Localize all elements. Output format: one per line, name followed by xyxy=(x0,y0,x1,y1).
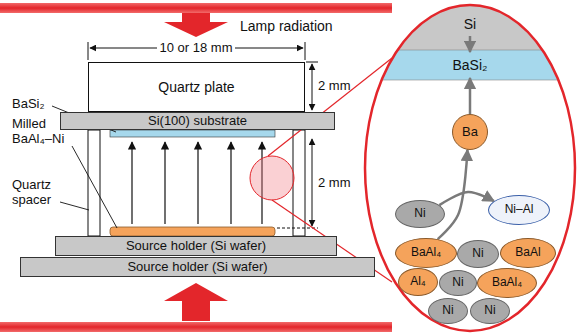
quartz-spacer xyxy=(293,130,305,236)
radiation-arrow xyxy=(164,283,228,321)
node-text: Si(100) substrate xyxy=(148,114,247,129)
node-text: Ni xyxy=(484,304,495,318)
node-text: BaSi₂ xyxy=(452,57,487,73)
radiation-arrow xyxy=(164,13,228,37)
baal4-grain: Al₄ xyxy=(398,268,438,296)
baal4-grain: BaAl₄ xyxy=(395,238,457,268)
node-text: BaAl₄ xyxy=(411,246,441,260)
dimension-tick xyxy=(305,42,306,60)
source-holder: Source holder (Si wafer) xyxy=(55,236,337,256)
basi2-layer xyxy=(110,130,275,137)
node-text: BaAl₄ xyxy=(492,276,522,290)
node-text: Source holder (Si wafer) xyxy=(127,260,267,275)
dimension-tick xyxy=(88,42,89,60)
dimension-label: 2 mm xyxy=(318,176,351,191)
ni-grain: Ni xyxy=(395,200,445,228)
source-layer xyxy=(110,227,275,236)
node-text: Ni xyxy=(472,247,483,261)
substrate-band: Si(100) substrate xyxy=(60,112,335,130)
highlight-circle xyxy=(250,156,294,200)
part-label: Quartz spacer xyxy=(12,178,62,208)
ni-grain: Ni xyxy=(439,270,477,296)
ni-grain: Ni xyxy=(457,240,499,268)
si-label-region: Si xyxy=(452,12,488,36)
node-text: Si xyxy=(464,16,476,32)
reaction-arrow xyxy=(469,36,472,52)
node-text: Al₄ xyxy=(410,275,426,289)
part-label: Milled BaAl₄–Ni xyxy=(12,117,78,147)
node-text: Ba xyxy=(462,125,478,140)
reaction-arrow xyxy=(438,150,468,239)
quartz-plate: Quartz plate xyxy=(88,62,305,112)
reaction-arrow xyxy=(469,78,472,114)
basi2-band xyxy=(360,50,581,80)
baal4-grain: BaAl xyxy=(500,238,556,268)
node-text: Ni xyxy=(452,276,463,290)
node-text: BaAl xyxy=(515,246,540,260)
ni-grain: Ni xyxy=(428,298,468,324)
node-text: Ni–Al xyxy=(505,203,534,217)
radiation-label: Lamp radiation xyxy=(240,18,333,34)
node-text: Ni xyxy=(414,207,425,221)
baal4-grain: BaAl₄ xyxy=(477,268,537,298)
source-holder: Source holder (Si wafer) xyxy=(20,257,375,277)
vapor-arrows xyxy=(132,142,262,224)
lamp-bar xyxy=(0,3,392,13)
dimension-label: 10 or 18 mm xyxy=(157,41,236,56)
ni-grain: Ni xyxy=(470,298,510,324)
ba-atom: Ba xyxy=(452,114,488,150)
quartz-spacer xyxy=(88,130,100,236)
dimension-label: 2 mm xyxy=(318,79,351,94)
lamp-bar xyxy=(0,322,392,332)
node-text: Source holder (Si wafer) xyxy=(126,239,266,254)
nial-grain: Ni–Al xyxy=(488,195,550,225)
part-label: BaSi₂ xyxy=(12,97,45,112)
zoom-outline xyxy=(365,5,575,331)
node-text: Ni xyxy=(442,304,453,318)
node-text: Quartz plate xyxy=(158,79,234,95)
basi2-layer-band: BaSi₂ xyxy=(400,52,540,78)
reaction-arrow xyxy=(439,192,494,205)
